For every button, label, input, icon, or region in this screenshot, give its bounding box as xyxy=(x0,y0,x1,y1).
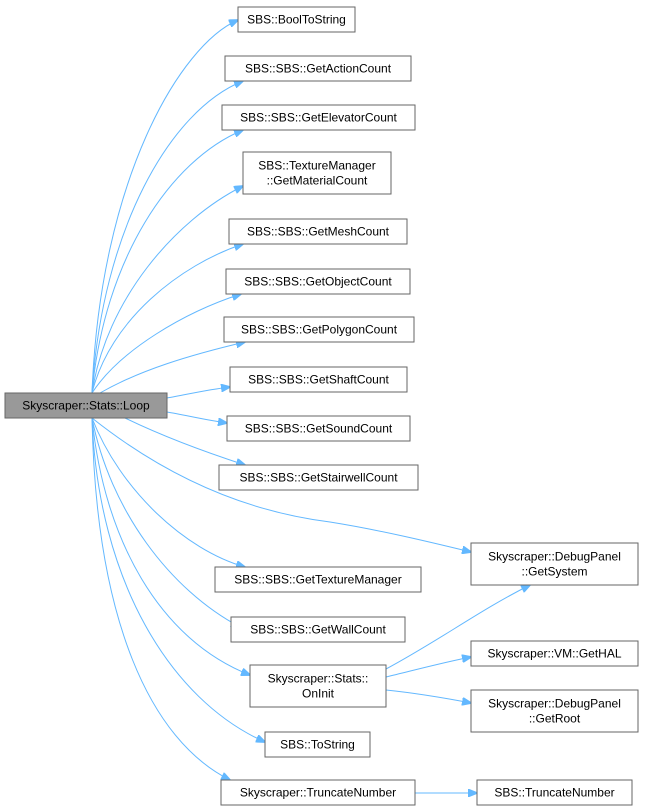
node-label: SBS::TruncateNumber xyxy=(494,786,614,800)
edge-to-getwallcount xyxy=(91,417,240,627)
node-oninit[interactable]: Skyscraper::Stats::OnInit xyxy=(249,664,387,708)
edge-to-getstairwellcount xyxy=(124,417,245,465)
node-getroot[interactable]: Skyscraper::DebugPanel::GetRoot xyxy=(470,689,639,733)
node-box xyxy=(214,566,422,593)
node-getsystem[interactable]: Skyscraper::DebugPanel::GetSystem xyxy=(470,542,639,586)
node-getstairwellcount[interactable]: SBS::SBS::GetStairwellCount xyxy=(218,464,419,491)
node-label: SBS::SBS::GetTextureManager xyxy=(234,573,401,587)
node-box xyxy=(237,6,356,33)
edge-to-booltostring xyxy=(91,20,238,394)
edge-to-truncatenumber xyxy=(91,417,230,780)
node-label: Skyscraper::Stats:: xyxy=(268,672,369,686)
edge-to-gettexturemanager xyxy=(91,417,245,567)
node-box xyxy=(229,366,408,393)
edge-oninit-to-gethal xyxy=(385,657,471,678)
node-gettexturemanager[interactable]: SBS::SBS::GetTextureManager xyxy=(214,566,422,593)
node-label: OnInit xyxy=(302,687,335,701)
node-label: ::GetRoot xyxy=(529,712,581,726)
node-label: SBS::SBS::GetMeshCount xyxy=(247,225,390,239)
edges xyxy=(91,20,530,793)
edge-to-oninit xyxy=(91,417,250,675)
node-label: SBS::TextureManager xyxy=(258,159,375,173)
edge-oninit-to-getsystem xyxy=(385,585,530,670)
node-box xyxy=(4,392,168,419)
node-tostring[interactable]: SBS::ToString xyxy=(264,731,371,758)
node-getmaterialcount[interactable]: SBS::TextureManager::GetMaterialCount xyxy=(242,151,392,195)
edge-to-getsoundcount xyxy=(166,411,227,423)
node-root[interactable]: Skyscraper::Stats::Loop xyxy=(4,392,168,419)
node-label: SBS::SBS::GetShaftCount xyxy=(248,373,389,387)
edge-to-getpolygoncount xyxy=(99,342,245,394)
edge-to-getmeshcount xyxy=(91,244,243,394)
edge-to-getmaterialcount xyxy=(91,186,243,394)
node-label: Skyscraper::VM::GetHAL xyxy=(487,647,621,661)
node-gethal[interactable]: Skyscraper::VM::GetHAL xyxy=(470,640,639,667)
edge-to-getactioncount xyxy=(91,81,243,394)
node-label: SBS::SBS::GetStairwellCount xyxy=(239,471,398,485)
node-box xyxy=(221,104,416,131)
node-box xyxy=(470,542,639,586)
node-box xyxy=(225,268,411,295)
node-label: ::GetSystem xyxy=(521,565,587,579)
node-box xyxy=(249,664,387,708)
node-getelevatorcount[interactable]: SBS::SBS::GetElevatorCount xyxy=(221,104,416,131)
node-box xyxy=(264,731,371,758)
node-label: Skyscraper::DebugPanel xyxy=(488,550,621,564)
node-box xyxy=(226,415,411,442)
node-label: SBS::SBS::GetElevatorCount xyxy=(240,111,397,125)
node-booltostring[interactable]: SBS::BoolToString xyxy=(237,6,356,33)
node-box xyxy=(223,316,415,343)
node-label: SBS::SBS::GetPolygonCount xyxy=(241,323,398,337)
node-getpolygoncount[interactable]: SBS::SBS::GetPolygonCount xyxy=(223,316,415,343)
node-getactioncount[interactable]: SBS::SBS::GetActionCount xyxy=(224,55,412,82)
node-label: ::GetMaterialCount xyxy=(267,174,368,188)
edge-to-tostring xyxy=(91,417,265,742)
node-label: SBS::SBS::GetSoundCount xyxy=(245,422,393,436)
node-sbstruncatenumber[interactable]: SBS::TruncateNumber xyxy=(476,779,633,806)
node-box xyxy=(224,55,412,82)
node-getwallcount[interactable]: SBS::SBS::GetWallCount xyxy=(230,616,406,643)
node-box xyxy=(230,616,406,643)
edge-oninit-to-getroot xyxy=(385,689,471,703)
node-label: SBS::SBS::GetWallCount xyxy=(250,623,386,637)
node-box xyxy=(242,151,392,195)
node-box xyxy=(228,218,408,245)
edge-to-getelevatorcount xyxy=(91,130,243,394)
edge-to-getshaftcount xyxy=(166,387,230,399)
node-label: Skyscraper::DebugPanel xyxy=(488,697,621,711)
node-getobjectcount[interactable]: SBS::SBS::GetObjectCount xyxy=(225,268,411,295)
node-truncatenumber[interactable]: Skyscraper::TruncateNumber xyxy=(220,779,416,806)
node-label: Skyscraper::TruncateNumber xyxy=(240,786,396,800)
node-label: Skyscraper::Stats::Loop xyxy=(22,399,150,413)
node-box xyxy=(470,689,639,733)
node-box xyxy=(470,640,639,667)
node-getshaftcount[interactable]: SBS::SBS::GetShaftCount xyxy=(229,366,408,393)
edge-to-getsystem xyxy=(91,417,471,552)
node-label: SBS::SBS::GetActionCount xyxy=(245,62,392,76)
node-getsoundcount[interactable]: SBS::SBS::GetSoundCount xyxy=(226,415,411,442)
node-getmeshcount[interactable]: SBS::SBS::GetMeshCount xyxy=(228,218,408,245)
node-box xyxy=(218,464,419,491)
node-box xyxy=(476,779,633,806)
edge-to-getobjectcount xyxy=(91,294,241,394)
node-label: SBS::SBS::GetObjectCount xyxy=(244,275,392,289)
node-label: SBS::ToString xyxy=(280,738,355,752)
node-box xyxy=(220,779,416,806)
nodes: Skyscraper::Stats::Loop SBS::BoolToString… xyxy=(4,6,639,806)
node-label: SBS::BoolToString xyxy=(247,13,346,27)
